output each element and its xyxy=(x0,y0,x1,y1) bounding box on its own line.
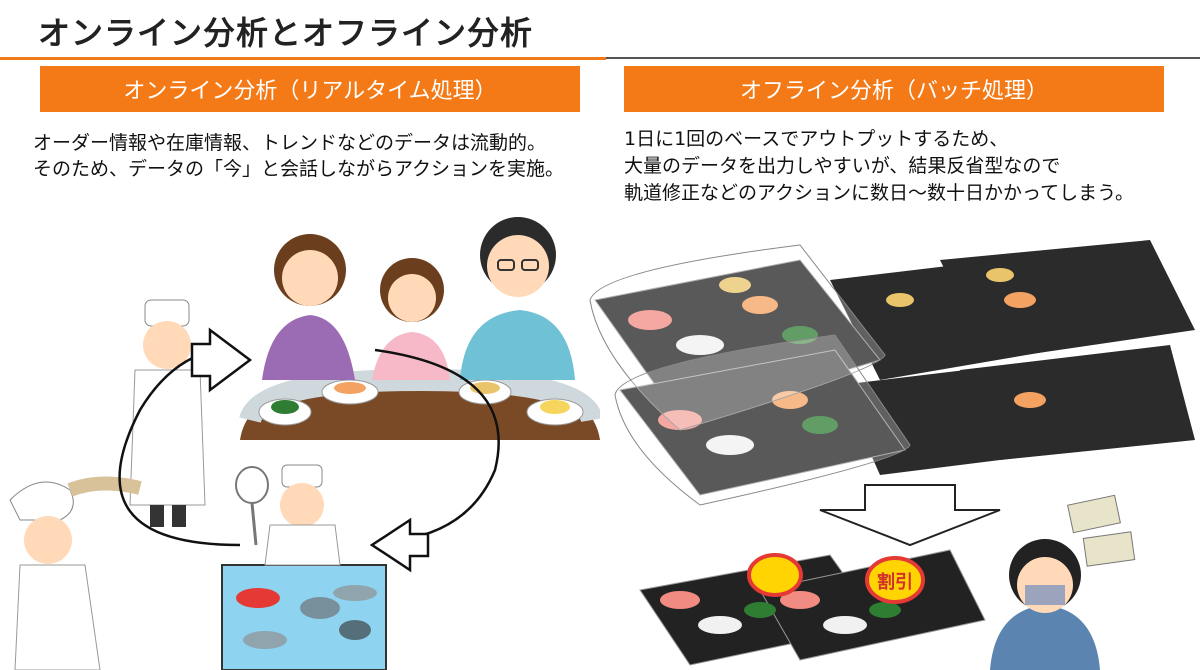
discounted-sushi-packs-image: 割引 xyxy=(640,550,985,665)
discount-sticker: 割引 xyxy=(877,571,913,593)
down-arrow xyxy=(820,485,1000,545)
worried-person-image xyxy=(990,495,1135,670)
sushi-packs-stack-image xyxy=(590,240,1195,505)
